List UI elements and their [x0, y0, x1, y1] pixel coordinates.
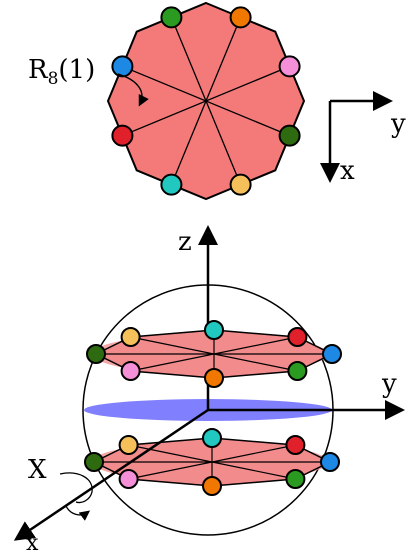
octagon-site-lower-left [111, 124, 134, 147]
upper-disc-site-2 [120, 327, 141, 347]
octagon-site-right [278, 124, 301, 147]
upper-disc-site-8 [120, 361, 141, 381]
upper-disc-spoke [130, 336, 298, 372]
upper-disc-sites [86, 320, 342, 388]
rotation-label-operator: R [28, 55, 49, 85]
lower-disc-site-2 [118, 435, 139, 455]
axis-x-line [13, 408, 209, 541]
lower-disc-site-3 [202, 428, 222, 448]
lower-disc-site-4 [285, 435, 306, 455]
lower-disc-spoke [128, 444, 296, 480]
octagon-site-left [111, 55, 134, 78]
top-axis-y-label: y [390, 109, 406, 139]
rotation-x-arrow-upper [59, 472, 93, 504]
top-axis-x-label: x [340, 156, 355, 186]
axis-y-label: y [381, 369, 397, 399]
octagon-site-upper-right [278, 55, 301, 78]
lower-disc-sites [84, 428, 340, 496]
lower-disc-site-7 [202, 476, 222, 496]
upper-disc-site-3 [204, 320, 224, 340]
octagon-site-top [229, 6, 252, 29]
octagon-site-upper-left [160, 6, 183, 29]
upper-disc [86, 320, 342, 388]
upper-disc-site-4 [287, 327, 308, 347]
lower-disc-site-5 [320, 452, 340, 472]
lower-disc-spokes [94, 438, 330, 486]
x-rotation-indicator: X [28, 455, 93, 521]
top-view-axes: y x [320, 91, 406, 186]
octagon-top-view [106, 1, 306, 201]
upper-disc-site-5 [322, 344, 342, 364]
axis-z-label: z [178, 227, 192, 257]
octagon-spokes [122, 17, 290, 185]
upper-disc-site-6 [287, 361, 308, 381]
upper-disc-site-1 [86, 344, 106, 364]
axes-3d: y x [13, 369, 405, 553]
rotation-arrow [117, 73, 149, 107]
octagon-spoke [170, 17, 242, 185]
lower-disc-site-1 [84, 452, 104, 472]
lower-disc [84, 428, 340, 496]
upper-disc-site-7 [204, 368, 224, 388]
octagon-site-lower-right [229, 173, 252, 196]
lower-disc-site-6 [285, 469, 306, 489]
rotation-x-arrow-lower [65, 505, 91, 521]
axis-x-label: x [26, 531, 39, 553]
rotation-label-group: R8(1) [28, 55, 149, 107]
lower-disc-site-8 [118, 469, 139, 489]
octagon-site-bottom [160, 173, 183, 196]
rotation-label: R8(1) [28, 55, 95, 89]
octagon-sites [111, 6, 301, 196]
rotation-x-label: X [28, 455, 47, 485]
rotation-label-argument: (1) [58, 55, 95, 85]
rotation-label-subscript: 8 [48, 69, 59, 89]
axis-z-group: z [178, 225, 218, 410]
